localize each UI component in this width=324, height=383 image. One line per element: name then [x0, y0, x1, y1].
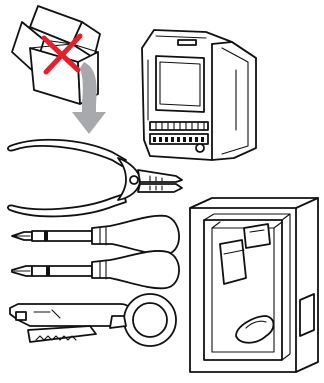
- mounting-frame-icon: [190, 198, 318, 372]
- phillips-screwdriver-icon: [12, 216, 179, 255]
- terminal-row-bottom: [150, 134, 208, 144]
- connector-module-icon: [142, 30, 256, 160]
- flat-screwdriver-icon: [12, 251, 179, 288]
- wire-stripper-icon: [10, 294, 176, 346]
- terminal-row-top: [150, 122, 208, 130]
